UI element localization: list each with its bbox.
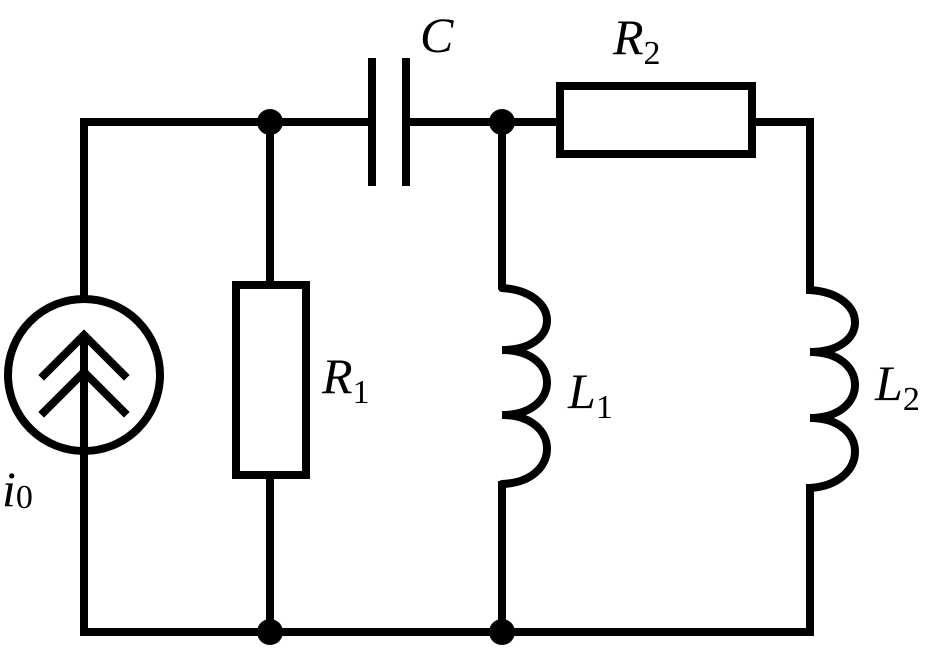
label-resistor-r2-main: R	[612, 9, 644, 65]
label-capacitor: C	[420, 7, 454, 63]
label-inductor-l2-main: L	[874, 355, 903, 411]
inductor-l2	[806, 286, 859, 492]
capacitor	[368, 58, 410, 186]
node-top-middle	[489, 109, 515, 135]
wire-bottom-left	[80, 448, 814, 636]
label-resistor-r1: R1	[321, 348, 370, 411]
label-current-source-sub: 0	[16, 479, 33, 516]
inductor-l1	[498, 284, 551, 488]
node-top-left	[257, 109, 283, 135]
label-resistor-r2-sub: 2	[644, 35, 661, 72]
label-inductor-l1-sub: 1	[596, 389, 613, 426]
resistor-r1	[232, 281, 310, 479]
label-inductor-l1-main: L	[567, 363, 596, 419]
label-current-source: i0	[2, 461, 33, 517]
label-resistor-r1-sub: 1	[353, 374, 370, 411]
label-inductor-l1: L1	[567, 363, 613, 426]
label-current-source-main: i	[2, 461, 16, 517]
resistor-r2	[556, 82, 756, 158]
junction-nodes	[257, 109, 515, 645]
current-source-arrow-head-upper	[38, 329, 130, 381]
label-inductor-l2: L2	[874, 355, 920, 418]
label-resistor-r1-main: R	[321, 348, 353, 404]
wire-top-right	[748, 118, 814, 294]
node-bottom-middle	[489, 619, 515, 645]
current-source-arrow-head-lower	[38, 366, 130, 418]
current-source	[4, 295, 164, 455]
wire-top-left	[80, 118, 374, 302]
label-resistor-r2: R2	[612, 9, 661, 72]
node-bottom-left	[257, 619, 283, 645]
label-inductor-l2-sub: 2	[903, 381, 920, 418]
wires	[80, 118, 814, 636]
